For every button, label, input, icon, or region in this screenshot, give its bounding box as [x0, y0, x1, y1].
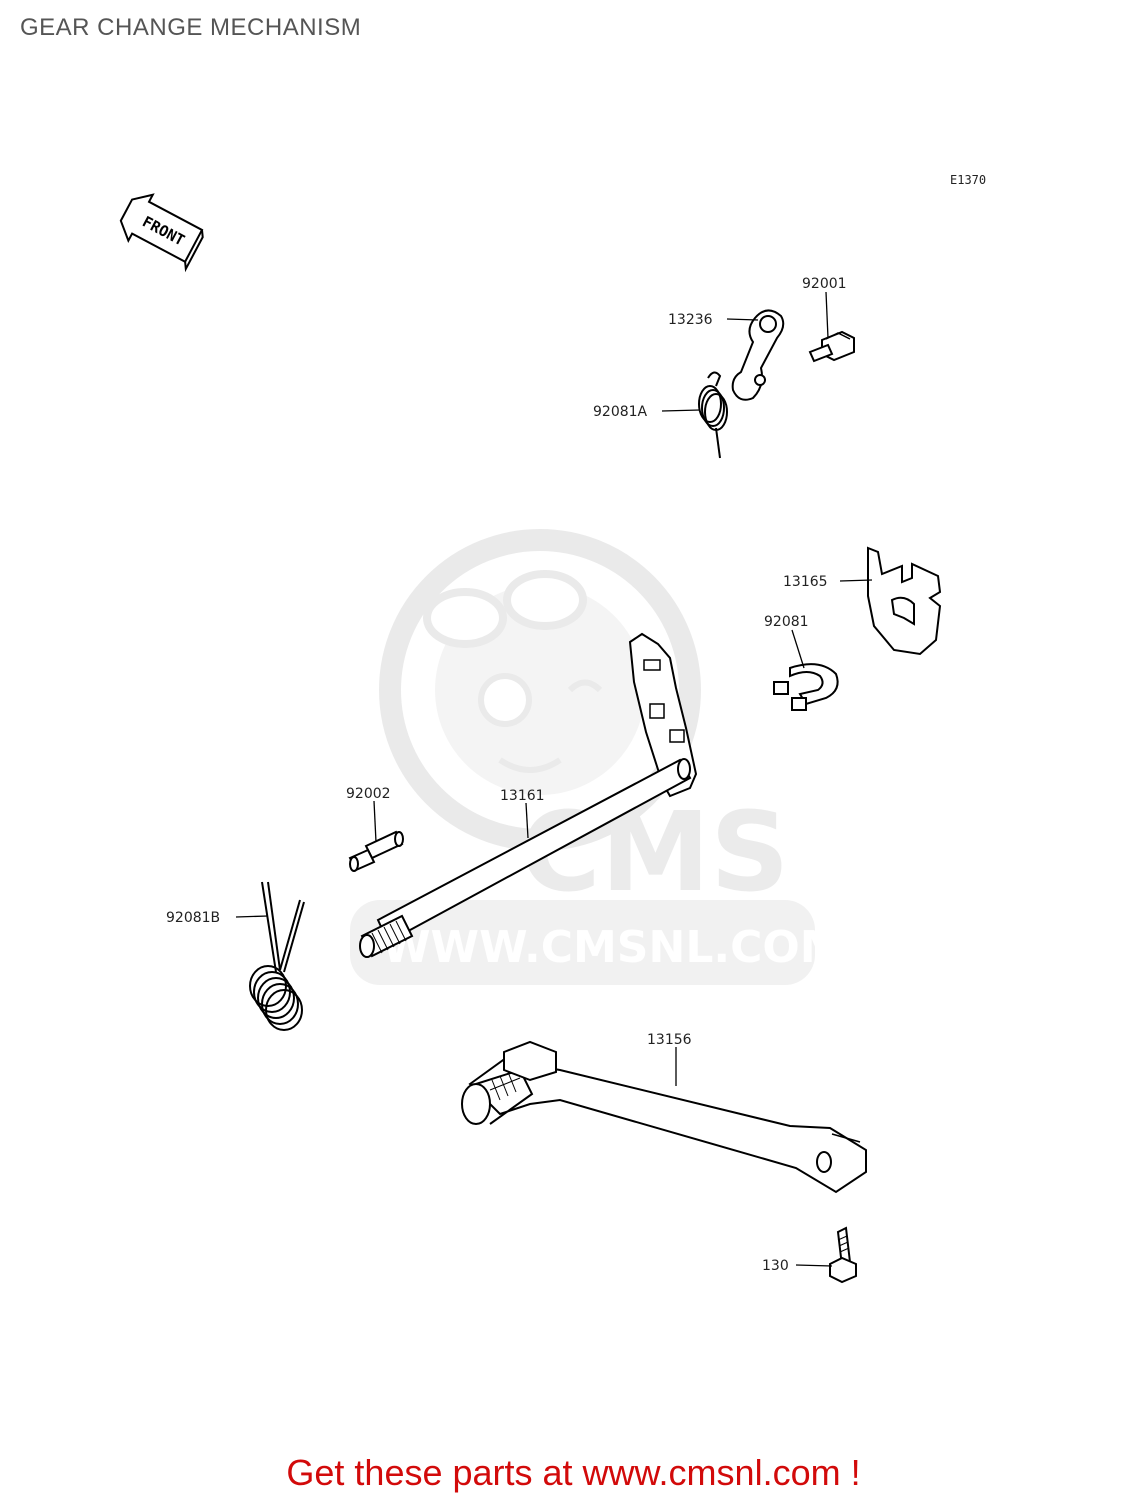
part-92002-stud[interactable] [348, 830, 404, 872]
callout-92081: 92081 [764, 614, 809, 630]
part-13165-plate[interactable] [867, 546, 942, 656]
footer-promo-link[interactable]: Get these parts at www.cmsnl.com ! [286, 1452, 861, 1493]
part-13161-shaft[interactable] [359, 632, 698, 958]
callout-130: 130 [762, 1258, 789, 1274]
callout-13236: 13236 [668, 312, 713, 328]
page-title: GEAR CHANGE MECHANISM [20, 14, 362, 41]
callout-13165: 13165 [783, 574, 828, 590]
part-92081-clip[interactable] [773, 663, 839, 711]
part-130-bolt[interactable] [829, 1226, 857, 1284]
part-13156-pedal[interactable] [461, 1040, 867, 1194]
part-92081A-spring[interactable] [698, 371, 728, 459]
part-92081B-spring[interactable] [249, 881, 305, 1031]
callout-92001: 92001 [802, 276, 847, 292]
callout-92002: 92002 [346, 786, 391, 802]
part-13236-lever[interactable] [731, 309, 785, 401]
watermark-url: WWW.CMSNL.COM [382, 922, 844, 973]
callout-13156: 13156 [647, 1032, 692, 1048]
watermark-cms-text: CMS [520, 788, 789, 916]
callout-13161: 13161 [500, 788, 545, 804]
part-92001-bolt[interactable] [808, 330, 855, 363]
callout-92081B: 92081B [166, 910, 220, 926]
diagram-code: E1370 [950, 173, 986, 187]
front-arrow-icon: FRONT [119, 193, 204, 273]
watermark-logo: CMS WWW.CMSNL.COM [350, 529, 844, 985]
leader-lines [235, 291, 873, 1267]
callout-92081A: 92081A [593, 404, 648, 420]
